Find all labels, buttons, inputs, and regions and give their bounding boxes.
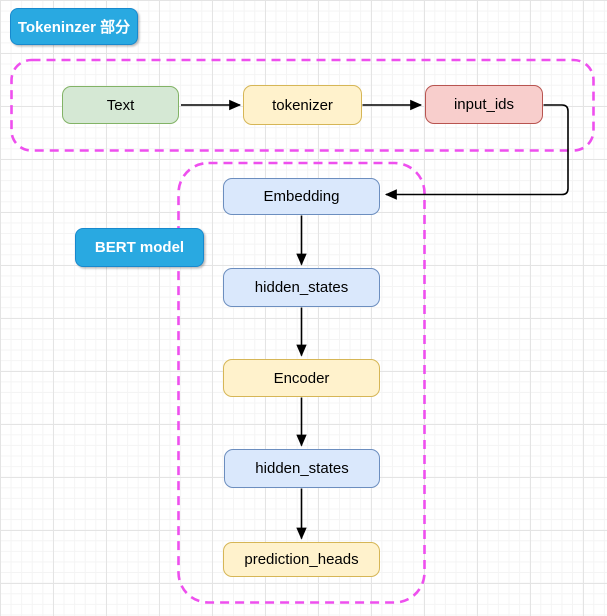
node-prediction-heads[interactable]: prediction_heads — [223, 542, 380, 577]
node-encoder[interactable]: Encoder — [223, 359, 380, 397]
edge-input-ids-to-embedding[interactable] — [384, 104, 569, 200]
node-hidden-states-top[interactable]: hidden_states — [223, 268, 380, 307]
node-text[interactable]: Text — [62, 86, 179, 124]
node-input-ids[interactable]: input_ids — [425, 85, 543, 124]
tokenizer-section-container[interactable] — [10, 58, 595, 152]
node-hidden-states-bottom[interactable]: hidden_states — [224, 449, 380, 488]
node-embedding[interactable]: Embedding — [223, 178, 380, 215]
bert-model-container[interactable] — [177, 161, 426, 604]
tokenizer-section-label[interactable]: Tokeninzer 部分 — [10, 8, 138, 45]
bert-model-label[interactable]: BERT model — [75, 228, 204, 267]
node-tokenizer[interactable]: tokenizer — [243, 85, 362, 125]
